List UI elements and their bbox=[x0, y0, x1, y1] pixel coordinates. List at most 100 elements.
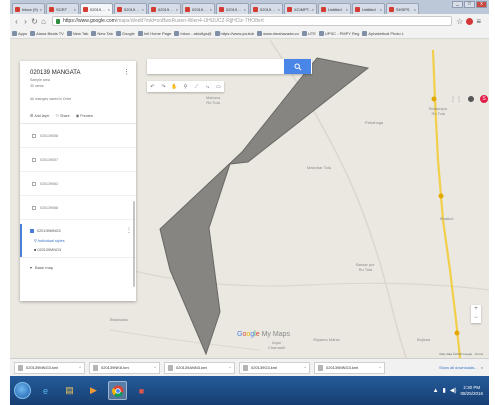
forward-icon[interactable]: › bbox=[24, 16, 27, 26]
bookmark-item[interactable]: UTE bbox=[301, 30, 316, 36]
selected-layer[interactable]: 020139MNG3 ⋮ ⚲ Individual styles ■ 02013… bbox=[20, 224, 136, 257]
browser-tab[interactable]: 02019…× bbox=[114, 3, 147, 14]
base-map-toggle[interactable]: ▾Base map bbox=[20, 257, 136, 277]
drawn-polygon[interactable] bbox=[159, 57, 370, 356]
reload-icon[interactable]: ↻ bbox=[31, 16, 38, 26]
browser-tab[interactable]: SHSPS× bbox=[386, 3, 419, 14]
close-tab-icon[interactable]: × bbox=[141, 6, 144, 12]
show-all-downloads-link[interactable]: Show all downloads... bbox=[438, 365, 478, 370]
map-title[interactable]: 020139 MANGATA bbox=[30, 70, 81, 76]
clock[interactable]: 2:30 PM 08/25/2016 bbox=[460, 384, 483, 396]
list-item[interactable]: 020139058 bbox=[20, 124, 136, 148]
download-item[interactable]: 020139G3.kml^ bbox=[239, 361, 310, 374]
close-tab-icon[interactable]: × bbox=[311, 6, 314, 12]
browser-tab[interactable]: 02019…× bbox=[80, 3, 113, 14]
browser-tab[interactable]: 02019…× bbox=[182, 3, 215, 14]
directions-icon[interactable]: ⤷ bbox=[206, 83, 209, 90]
layer-checkbox[interactable] bbox=[30, 229, 34, 233]
browser-tab[interactable]: 02019…× bbox=[148, 3, 181, 14]
close-tab-icon[interactable]: × bbox=[379, 6, 382, 12]
share-button[interactable]: ⚇Share bbox=[55, 113, 70, 118]
chevron-up-icon[interactable]: ^ bbox=[229, 365, 231, 370]
undo-icon[interactable]: ↶ bbox=[150, 83, 155, 90]
search-button[interactable] bbox=[284, 59, 311, 74]
close-downloads-icon[interactable]: × bbox=[480, 365, 483, 370]
marker-icon[interactable]: ⚲ bbox=[183, 83, 188, 90]
list-item[interactable]: 020139057 bbox=[20, 148, 136, 172]
close-window-button[interactable]: x bbox=[476, 1, 487, 8]
map-search-input[interactable] bbox=[147, 59, 312, 74]
bookmark-item[interactable]: Aiana Beats TV bbox=[30, 30, 64, 36]
hand-icon[interactable]: ✋ bbox=[171, 83, 178, 90]
bookmark-item[interactable]: Google bbox=[115, 30, 135, 36]
add-layer-button[interactable]: ⊞Add layer bbox=[30, 113, 50, 118]
folder-icon[interactable]: ▤ bbox=[65, 385, 74, 395]
browser-tab[interactable]: XCIMPT…× bbox=[284, 3, 317, 14]
bookmark-item[interactable]: Intl Home Page bbox=[137, 30, 171, 36]
chevron-up-icon[interactable]: ^ bbox=[379, 365, 381, 370]
bookmark-star-icon[interactable]: ☆ bbox=[456, 16, 464, 26]
download-item[interactable]: 020139MNG3.kml^ bbox=[14, 361, 85, 374]
back-icon[interactable]: ‹ bbox=[15, 16, 18, 26]
checkbox[interactable] bbox=[32, 181, 36, 186]
bookmark-item[interactable]: https://www.youtub bbox=[214, 30, 254, 36]
browser-tab[interactable]: Untitled× bbox=[318, 3, 351, 14]
close-tab-icon[interactable]: × bbox=[39, 6, 42, 12]
more-options-icon[interactable]: ⋮ bbox=[123, 69, 130, 76]
preview-button[interactable]: ◉Preview bbox=[75, 113, 94, 118]
draw-line-icon[interactable]: ⟋ bbox=[194, 83, 199, 90]
minimize-button[interactable]: _ bbox=[452, 1, 463, 8]
browser-tab[interactable]: SORT× bbox=[46, 3, 79, 14]
bookmark-item[interactable]: UPSC - PMPY Reg bbox=[318, 30, 359, 36]
browser-tab[interactable]: 02019…× bbox=[216, 3, 249, 14]
download-item[interactable]: 020139MNG3.kml^ bbox=[314, 361, 385, 374]
close-tab-icon[interactable]: × bbox=[345, 6, 348, 12]
close-tab-icon[interactable]: × bbox=[277, 6, 280, 12]
redo-icon[interactable]: ↷ bbox=[161, 83, 166, 90]
feature-item[interactable]: ■ 020139MNG3 bbox=[34, 248, 61, 252]
individual-styles-link[interactable]: ⚲ Individual styles bbox=[34, 239, 65, 243]
extension-icon[interactable] bbox=[466, 17, 474, 25]
bookmark-item[interactable]: Aphabetical Photo L bbox=[362, 30, 404, 36]
chevron-up-icon[interactable]: ^ bbox=[79, 365, 81, 370]
ruler-icon[interactable]: ▭ bbox=[216, 83, 221, 90]
bookmark-item[interactable]: www.dmahazada.co bbox=[257, 30, 299, 36]
close-tab-icon[interactable]: × bbox=[413, 6, 416, 12]
home-icon[interactable]: ⌂ bbox=[41, 16, 46, 26]
bookmark-item[interactable]: Inbox - abiofigs@ bbox=[174, 30, 212, 36]
volume-icon[interactable]: ◀) bbox=[449, 388, 457, 394]
browser-tab[interactable]: Inbox (9)× bbox=[12, 3, 45, 14]
close-tab-icon[interactable]: × bbox=[175, 6, 178, 12]
download-item[interactable]: 020139ANN3.kml^ bbox=[164, 361, 235, 374]
bookmark-item[interactable]: New Tab bbox=[66, 30, 88, 36]
app-icon[interactable]: ■ bbox=[138, 385, 145, 396]
avatar[interactable]: S bbox=[480, 95, 488, 103]
chrome-icon[interactable] bbox=[108, 381, 127, 400]
zoom-in-button[interactable]: + bbox=[474, 306, 478, 312]
apps-grid-icon[interactable]: ⋮⋮ bbox=[450, 96, 462, 103]
tray-arrow-icon[interactable]: ▲ bbox=[432, 387, 439, 394]
bookmark-item[interactable]: Apps bbox=[12, 30, 27, 36]
download-item[interactable]: 020139NK6.kml^ bbox=[89, 361, 160, 374]
browser-tab[interactable]: Untitled× bbox=[352, 3, 385, 14]
bookmark-item[interactable]: New Tab bbox=[91, 30, 113, 36]
url-bar[interactable]: https://www.google.com/maps/d/edit?mid=z… bbox=[52, 16, 452, 26]
chrome-menu-icon[interactable]: ≡ bbox=[476, 16, 481, 26]
checkbox[interactable] bbox=[32, 157, 36, 162]
close-tab-icon[interactable]: × bbox=[73, 6, 76, 12]
browser-tab[interactable]: 02019…× bbox=[250, 3, 283, 14]
ie-icon[interactable]: e bbox=[42, 385, 48, 396]
maximize-button[interactable]: □ bbox=[464, 1, 475, 8]
zoom-out-button[interactable]: − bbox=[474, 315, 478, 321]
close-tab-icon[interactable]: × bbox=[243, 6, 246, 12]
checkbox[interactable] bbox=[32, 205, 36, 210]
panel-scrollbar[interactable] bbox=[133, 201, 135, 287]
close-tab-icon[interactable]: × bbox=[209, 6, 212, 12]
notifications-icon[interactable] bbox=[468, 96, 474, 102]
chevron-up-icon[interactable]: ^ bbox=[154, 365, 156, 370]
close-tab-icon[interactable]: × bbox=[107, 6, 110, 12]
network-icon[interactable]: ▮ bbox=[442, 388, 446, 394]
start-button[interactable] bbox=[14, 382, 31, 399]
layer-options-icon[interactable]: ⋮ bbox=[126, 228, 132, 234]
